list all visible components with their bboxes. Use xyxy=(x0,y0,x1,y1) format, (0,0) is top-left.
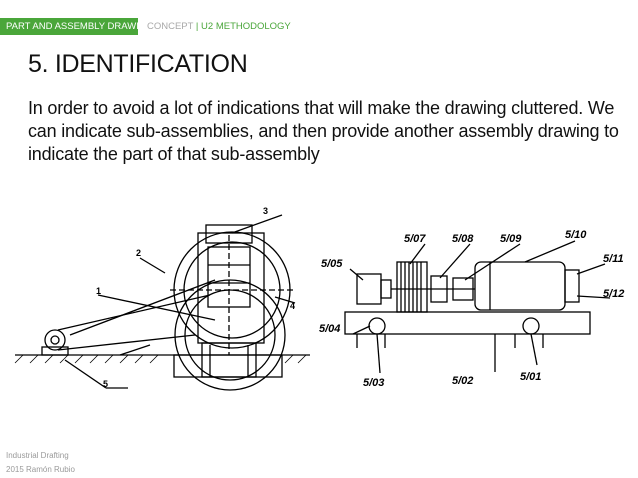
right-label-5-12: 5/12 xyxy=(603,288,624,300)
breadcrumb: CONCEPT | U2 METHODOLOGY xyxy=(147,18,291,35)
left-label-3: 3 xyxy=(263,206,268,216)
right-label-5-07: 5/07 xyxy=(404,233,426,245)
slide-title: 5. IDENTIFICATION xyxy=(28,50,248,78)
slide-body-text: In order to avoid a lot of indications t… xyxy=(28,98,619,164)
section-tag: PART AND ASSEMBLY DRAWING xyxy=(0,18,153,35)
left-label-2: 2 xyxy=(136,248,141,258)
right-label-5-10: 5/10 xyxy=(565,229,587,241)
right-label-5-11: 5/11 xyxy=(603,253,624,265)
footer-course: Industrial Drafting xyxy=(6,451,69,460)
right-label-5-05: 5/05 xyxy=(321,258,343,270)
breadcrumb-methodology: U2 METHODOLOGY xyxy=(201,21,291,32)
right-label-5-09: 5/09 xyxy=(500,233,522,245)
right-label-5-08: 5/08 xyxy=(452,233,474,245)
left-label-4: 4 xyxy=(290,301,295,311)
left-label-1: 1 xyxy=(96,286,101,296)
right-assembly-drawing: 5/01 5/02 5/03 5/04 5/05 5/07 5/08 5/09 … xyxy=(319,229,624,389)
right-label-5-04: 5/04 xyxy=(319,323,340,335)
right-label-5-01: 5/01 xyxy=(520,371,541,383)
breadcrumb-concept: CONCEPT xyxy=(147,21,194,32)
left-label-5: 5 xyxy=(103,379,108,389)
footer-author: 2015 Ramón Rubio xyxy=(6,465,75,474)
right-label-5-02: 5/02 xyxy=(452,375,473,387)
breadcrumb-separator: | xyxy=(195,21,199,32)
right-label-5-03: 5/03 xyxy=(363,377,384,389)
left-assembly-drawing: 1 2 3 4 5 xyxy=(14,206,310,391)
